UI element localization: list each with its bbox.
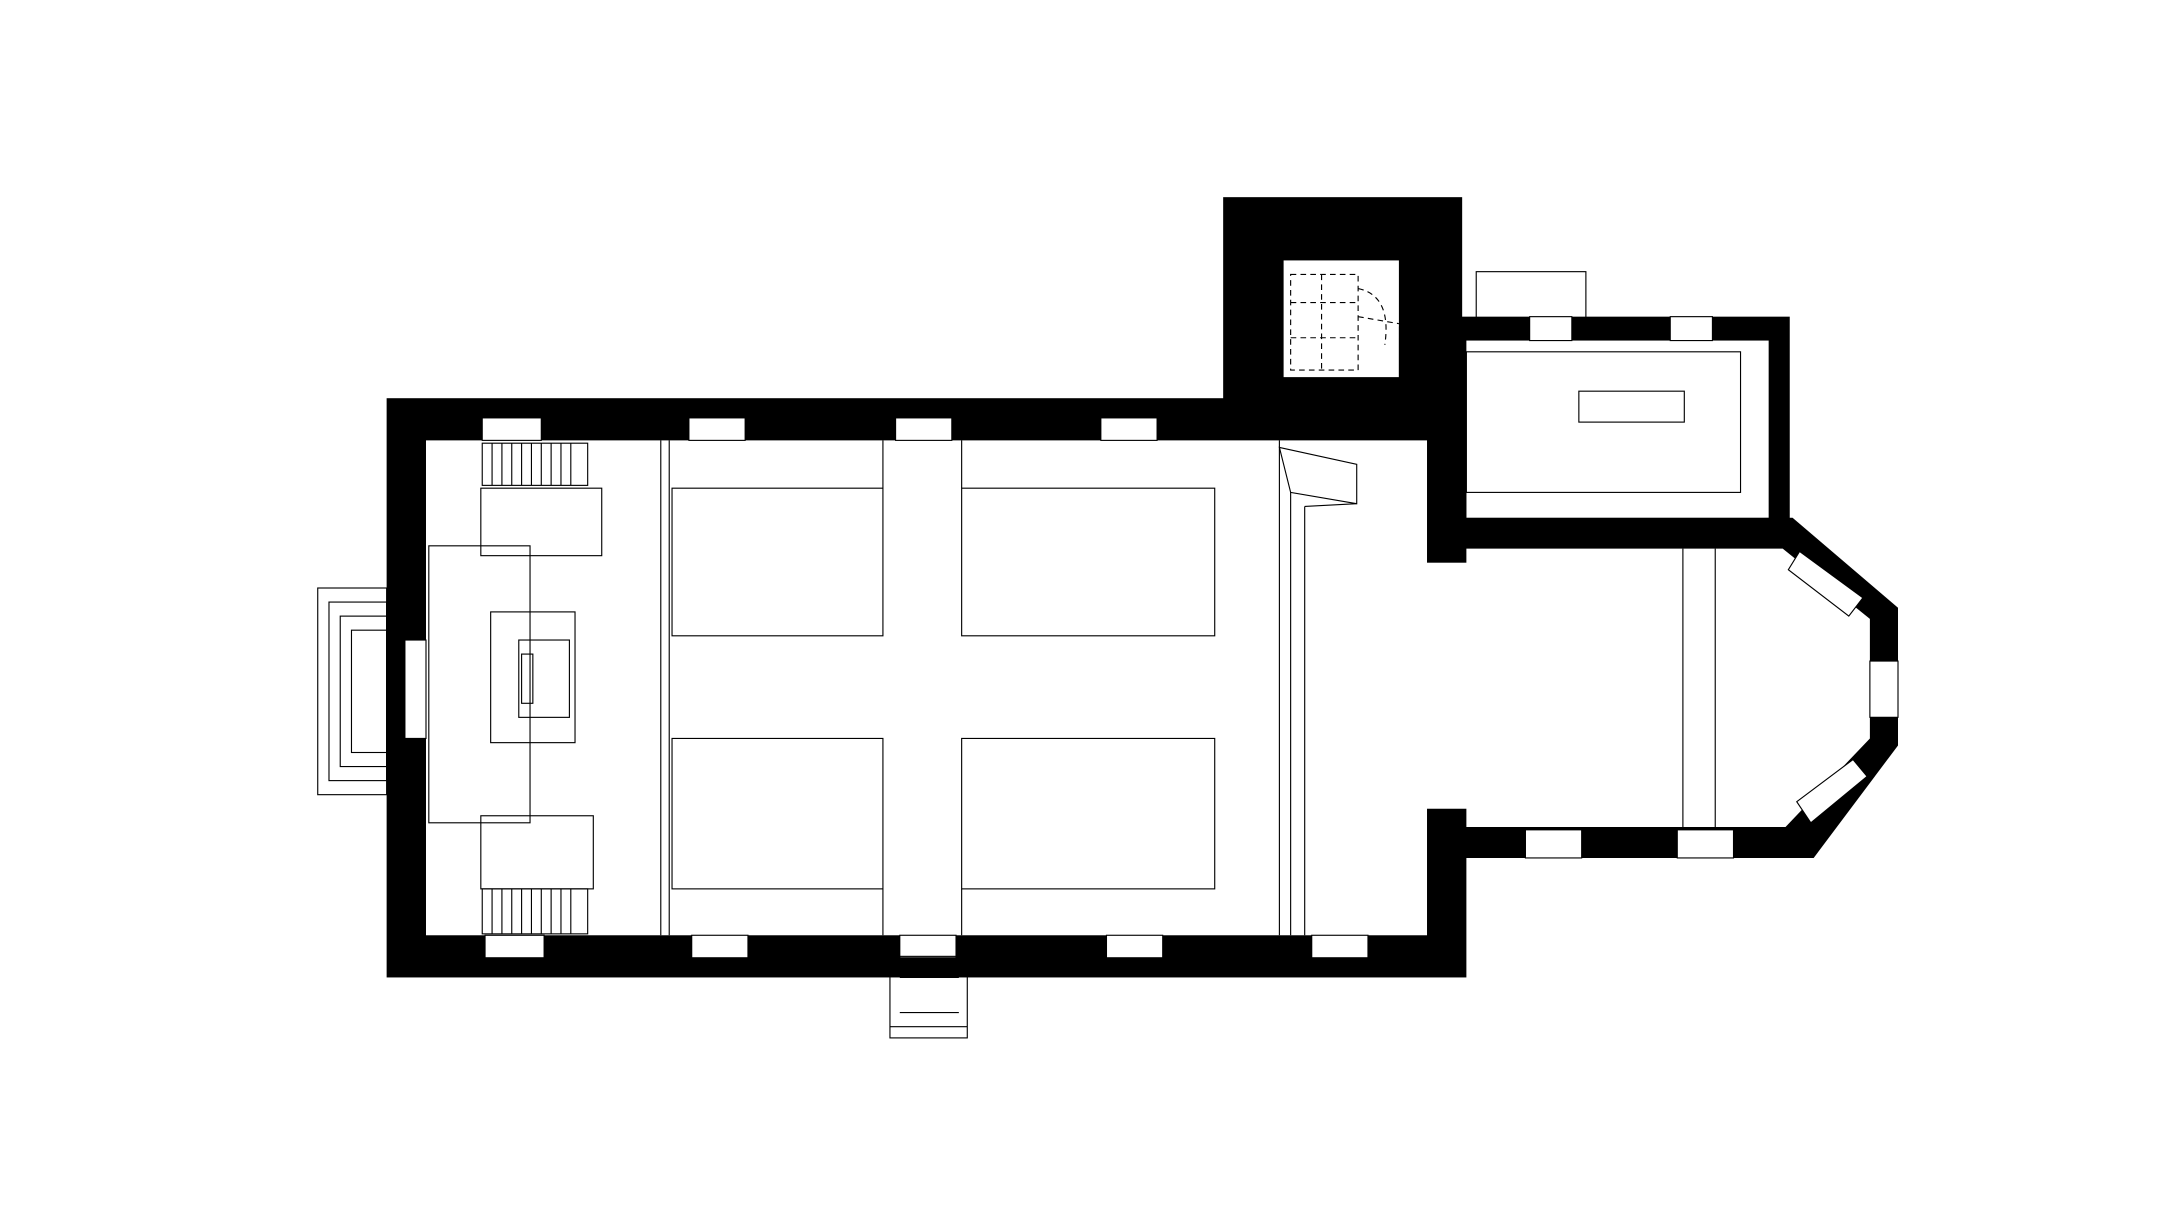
pew-block: [671, 487, 884, 637]
east-platform: [1278, 440, 1358, 936]
sacristy-window: [1529, 316, 1573, 342]
chancel: [1427, 517, 1899, 859]
sacristy: [1427, 271, 1790, 542]
apse-window: [1869, 660, 1899, 718]
nave-windows-south: [484, 934, 1369, 959]
pew-block: [961, 487, 1216, 637]
sacristy-window: [1669, 316, 1713, 342]
chancel-window: [1676, 829, 1735, 859]
west-gallery: [428, 440, 670, 936]
west-porch: [317, 587, 388, 796]
tower: [1223, 197, 1470, 423]
apse-window: [1787, 550, 1864, 617]
pews: [671, 440, 1216, 936]
tower-staircase: [1290, 273, 1399, 371]
pew-block: [961, 737, 1216, 890]
font: [490, 611, 576, 744]
nave-windows-north: [481, 417, 1158, 441]
apse-window: [1796, 758, 1868, 824]
south-steps: [889, 955, 968, 1039]
sacristy-table: [1578, 390, 1685, 423]
west-door: [404, 639, 427, 740]
gallery-stair-north: [481, 442, 589, 486]
pew-block: [671, 737, 884, 890]
sacristy-annex: [1475, 271, 1587, 322]
gallery-stair-south: [481, 888, 589, 935]
chancel-window: [1524, 829, 1583, 859]
